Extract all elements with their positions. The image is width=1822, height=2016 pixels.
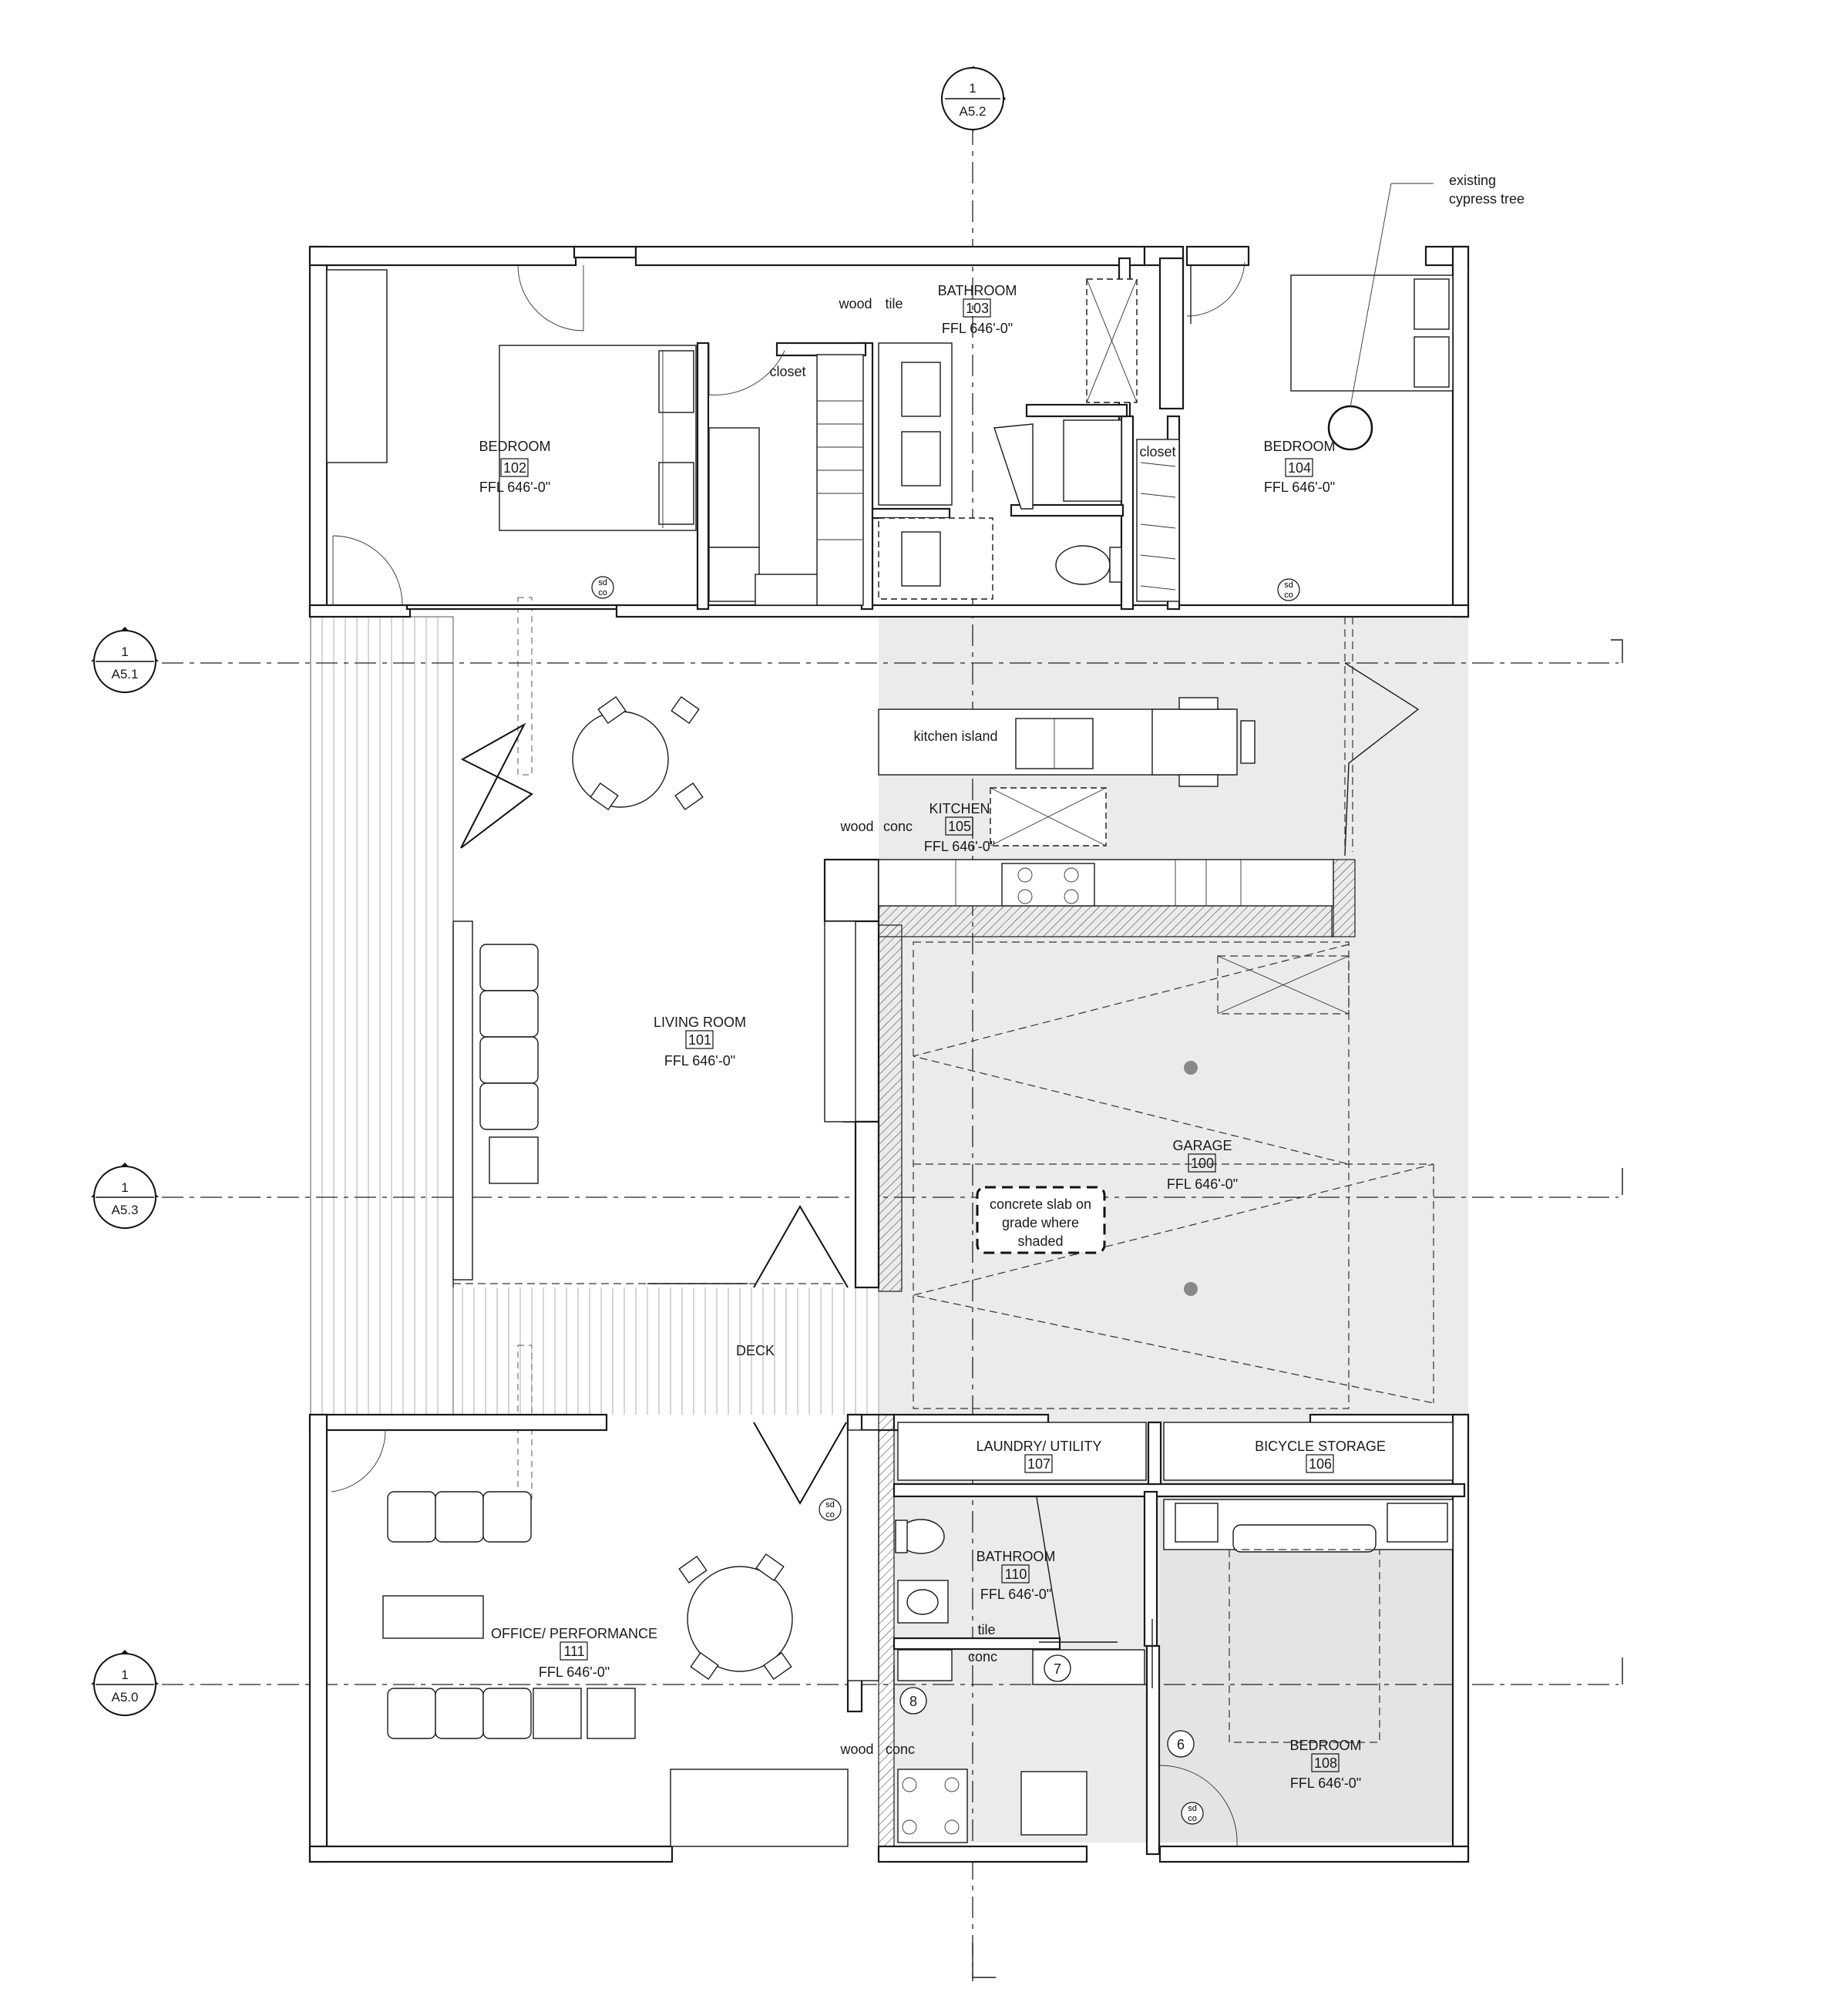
- room-name-102: BEDROOM: [479, 439, 550, 454]
- slab-note: concrete slab on grade where shaded: [976, 1186, 1106, 1254]
- room-number-101: 101: [688, 1032, 711, 1048]
- section-marker-a53[interactable]: 1 A5.3: [91, 1163, 159, 1229]
- co-label-4: co: [1188, 1814, 1197, 1823]
- section-marker-a51[interactable]: 1 A5.1: [91, 627, 159, 693]
- tree-note-line2: cypress tree: [1449, 191, 1524, 207]
- kitchen-island-label: kitchen island: [913, 729, 997, 744]
- section-marker-top-number: 1: [969, 81, 976, 96]
- sd-label-3: sd: [825, 1500, 835, 1509]
- room-name-104: BEDROOM: [1263, 439, 1335, 454]
- closet-label-104: closet: [1139, 444, 1175, 459]
- room-number-107: 107: [1027, 1456, 1051, 1472]
- room-number-105: 105: [948, 819, 971, 834]
- room-level-111: FFL 646'-0": [539, 1664, 610, 1680]
- floor-tile-label-1: tile: [885, 296, 903, 311]
- slab-note-line2: grade where: [1002, 1215, 1079, 1230]
- room-number-104: 104: [1288, 460, 1311, 476]
- room-labels: BEDROOM 102 FFL 646'-0" BATHROOM 103 FFL…: [479, 283, 1385, 1791]
- section-marker-a51-sheet: A5.1: [112, 667, 139, 682]
- sd-label-1: sd: [598, 578, 607, 587]
- room-level-101: FFL 646'-0": [664, 1053, 735, 1069]
- sd-co-symbol-4: sd co: [1181, 1802, 1204, 1825]
- floor-tile-label-3: tile: [977, 1622, 995, 1637]
- room-name-108: BEDROOM: [1289, 1738, 1361, 1753]
- sd-label-4: sd: [1188, 1804, 1197, 1813]
- room-number-102: 102: [503, 460, 526, 476]
- room-level-104: FFL 646'-0": [1264, 480, 1335, 495]
- floor-conc-label-2: conc: [883, 819, 913, 834]
- room-name-100: GARAGE: [1172, 1138, 1232, 1153]
- keynote-7-text: 7: [1054, 1661, 1061, 1677]
- room-level-108: FFL 646'-0": [1290, 1775, 1361, 1791]
- floor-conc-label-4: conc: [886, 1742, 915, 1757]
- section-marker-a51-number: 1: [121, 645, 128, 659]
- slab-note-line1: concrete slab on: [990, 1196, 1091, 1212]
- room-number-103: 103: [966, 301, 989, 316]
- section-marker-a50-number: 1: [121, 1668, 128, 1682]
- room-level-100: FFL 646'-0": [1167, 1176, 1238, 1192]
- room-name-103: BATHROOM: [938, 283, 1017, 298]
- room-name-105: KITCHEN: [929, 801, 990, 816]
- room-level-103: FFL 646'-0": [942, 321, 1013, 336]
- room-name-111: OFFICE/ PERFORMANCE: [491, 1626, 657, 1641]
- room-name-101: LIVING ROOM: [654, 1015, 746, 1030]
- walls: [308, 245, 1470, 1863]
- room-number-111: 111: [563, 1644, 584, 1659]
- section-marker-top-sheet: A5.2: [960, 104, 987, 119]
- co-label-3: co: [825, 1510, 835, 1520]
- slab-note-line3: shaded: [1017, 1233, 1063, 1249]
- keynote-6-text: 6: [1177, 1737, 1185, 1752]
- room-level-102: FFL 646'-0": [479, 480, 550, 495]
- room-number-100: 100: [1191, 1156, 1214, 1171]
- section-lines: [162, 123, 1623, 1981]
- closet-label-102: closet: [769, 364, 805, 379]
- sd-co-symbol-3: sd co: [819, 1498, 842, 1521]
- room-number-106: 106: [1309, 1456, 1332, 1472]
- room-name-110: BATHROOM: [977, 1549, 1056, 1564]
- floor-wood-label-2: wood: [839, 819, 873, 834]
- keynote-8-text: 8: [909, 1694, 917, 1709]
- sd-co-symbol-1: sd co: [591, 576, 614, 599]
- floor-conc-label-3: conc: [968, 1649, 997, 1664]
- sd-label-2: sd: [1284, 581, 1293, 590]
- room-number-108: 108: [1314, 1755, 1337, 1771]
- section-marker-a50[interactable]: 1 A5.0: [91, 1650, 159, 1716]
- furniture: [326, 183, 1454, 1847]
- room-level-105: FFL 646'-0": [924, 839, 995, 854]
- keynote-7[interactable]: 7: [1044, 1654, 1071, 1682]
- section-marker-top[interactable]: 1 A5.2: [941, 66, 1006, 132]
- section-marker-a53-number: 1: [121, 1180, 128, 1195]
- co-label-2: co: [1284, 591, 1293, 600]
- section-marker-a50-sheet: A5.0: [112, 1690, 139, 1705]
- keynote-6[interactable]: 6: [1167, 1730, 1195, 1758]
- floor-wood-label-1: wood: [838, 296, 872, 311]
- annotations: closet closet kitchen island wood tile w…: [591, 173, 1524, 1825]
- sd-co-symbol-2: sd co: [1277, 578, 1300, 601]
- room-level-110: FFL 646'-0": [980, 1587, 1051, 1602]
- section-marker-a53-sheet: A5.3: [112, 1203, 139, 1217]
- floor-wood-label-4: wood: [839, 1742, 873, 1757]
- room-name-deck: DECK: [736, 1343, 775, 1358]
- room-name-106: BICYCLE STORAGE: [1255, 1439, 1386, 1454]
- keynote-8[interactable]: 8: [899, 1687, 927, 1715]
- room-name-107: LAUNDRY/ UTILITY: [977, 1439, 1102, 1454]
- co-label-1: co: [598, 588, 607, 597]
- tree-note-line1: existing: [1449, 173, 1496, 188]
- room-number-110: 110: [1005, 1567, 1027, 1582]
